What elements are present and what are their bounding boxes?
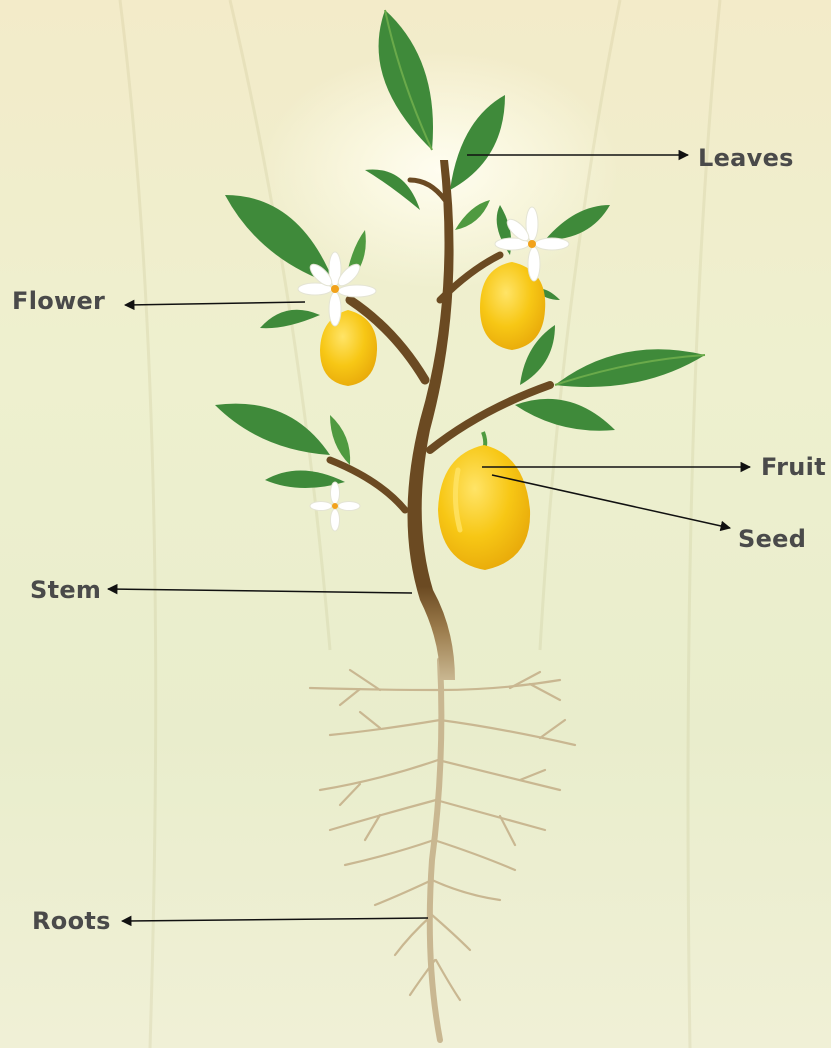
stem-label: Stem [30,578,101,602]
flower-arrow [125,302,305,305]
roots-illustration [310,660,575,1040]
leaves-label: Leaves [698,146,794,170]
roots-label: Roots [32,909,111,933]
flower-label: Flower [12,289,105,313]
roots-arrow [122,918,428,921]
leaves-illustration [215,10,705,488]
fruit-label: Fruit [761,455,826,479]
seed-label: Seed [738,527,806,551]
